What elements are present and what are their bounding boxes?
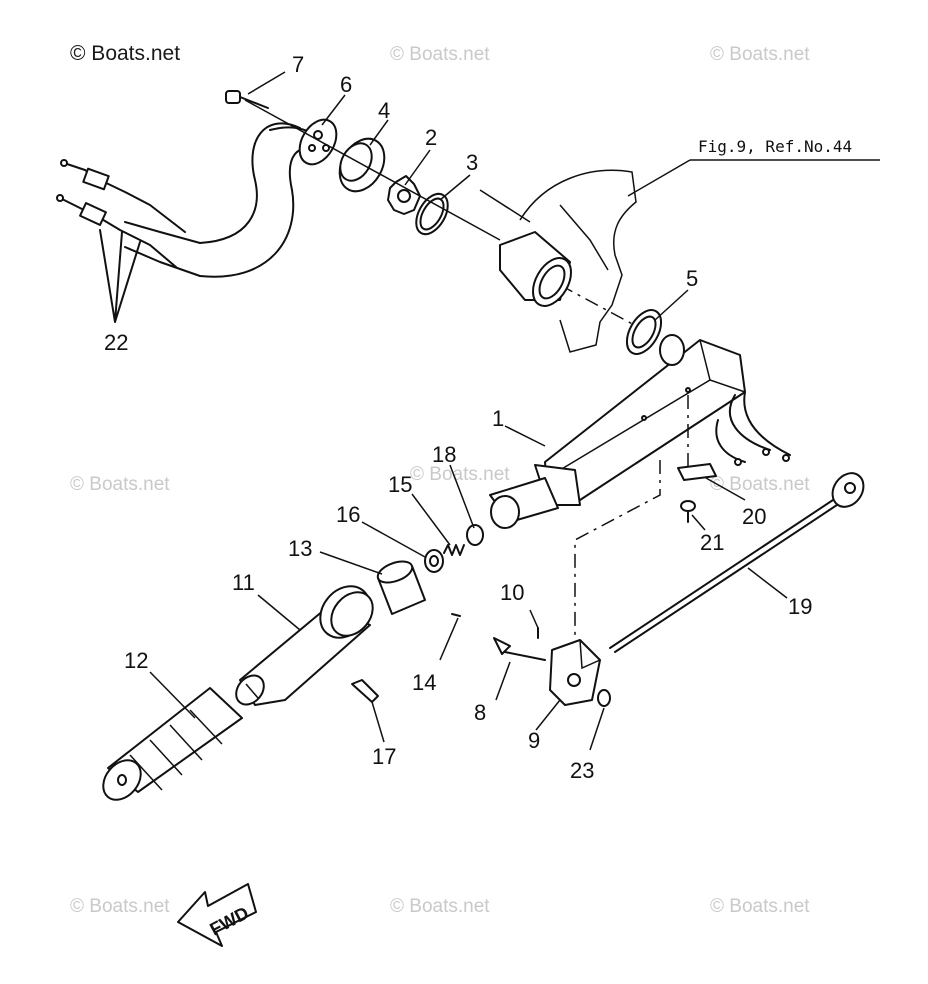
part-6-plate [298,118,338,166]
callout-4: 4 [378,98,390,123]
part-18-fitting [466,524,484,546]
callout-23: 23 [570,758,594,783]
part-21-screw [680,500,696,523]
watermark: © Boats.net [710,44,810,65]
callout-leaders [99,71,788,751]
callout-9: 9 [528,728,540,753]
part-13-sleeve [376,560,426,615]
callout-22: 22 [104,330,128,355]
callout-13: 13 [288,536,312,561]
callout-2: 2 [425,125,437,150]
part-11-throttle-shaft [235,585,374,706]
watermark: © Boats.net [70,474,170,495]
callout-14: 14 [412,670,436,695]
callout-1: 1 [492,406,504,431]
part-1-tiller-arm [489,334,791,529]
part-7-screw [225,90,269,109]
callout-12: 12 [124,648,148,673]
forward-direction-arrow: FWD [177,883,257,947]
part-15-spring [443,544,465,556]
watermark-main: © Boats.net [70,42,180,65]
callout-16: 16 [336,502,360,527]
callout-11: 11 [232,570,255,595]
callout-10: 10 [500,580,524,605]
watermark: © Boats.net [70,896,170,917]
part-14-pin [451,613,461,617]
part-9-clamp [549,639,601,706]
part-19-rod [609,472,865,653]
reference-leader [627,159,691,197]
callout-8: 8 [474,700,486,725]
callout-6: 6 [340,72,352,97]
part-12-grip [102,687,243,801]
callout-21: 21 [700,530,724,555]
callout-5: 5 [686,266,698,291]
part-5-ring [625,309,663,355]
callout-19: 19 [788,594,812,619]
assembly-axis-upper [244,99,501,241]
watermark: © Boats.net [390,896,490,917]
callout-3: 3 [466,150,478,175]
arm-to-clamp-leader [574,460,661,645]
callout-15: 15 [388,472,412,497]
part-17-screw [351,679,379,703]
figure-reference-label: Fig.9, Ref.No.44 [698,137,852,156]
part-8-bolt [493,637,546,661]
watermark: © Boats.net [410,464,510,485]
cable-harness [124,122,326,278]
callout-17: 17 [372,744,396,769]
watermark: © Boats.net [390,44,490,65]
pivot-boss [499,231,572,307]
part-2-star-nut [387,175,421,215]
callout-20: 20 [742,504,766,529]
part-23-washer [597,689,611,707]
callout-18: 18 [432,442,456,467]
bracket-housing-phantom [479,169,637,353]
part-20-plate [677,463,717,481]
watermark: © Boats.net [710,896,810,917]
part-16-washer [424,549,444,573]
watermark: © Boats.net [710,474,810,495]
part-22-cable-connectors [56,159,186,268]
callout-7: 7 [292,52,304,77]
